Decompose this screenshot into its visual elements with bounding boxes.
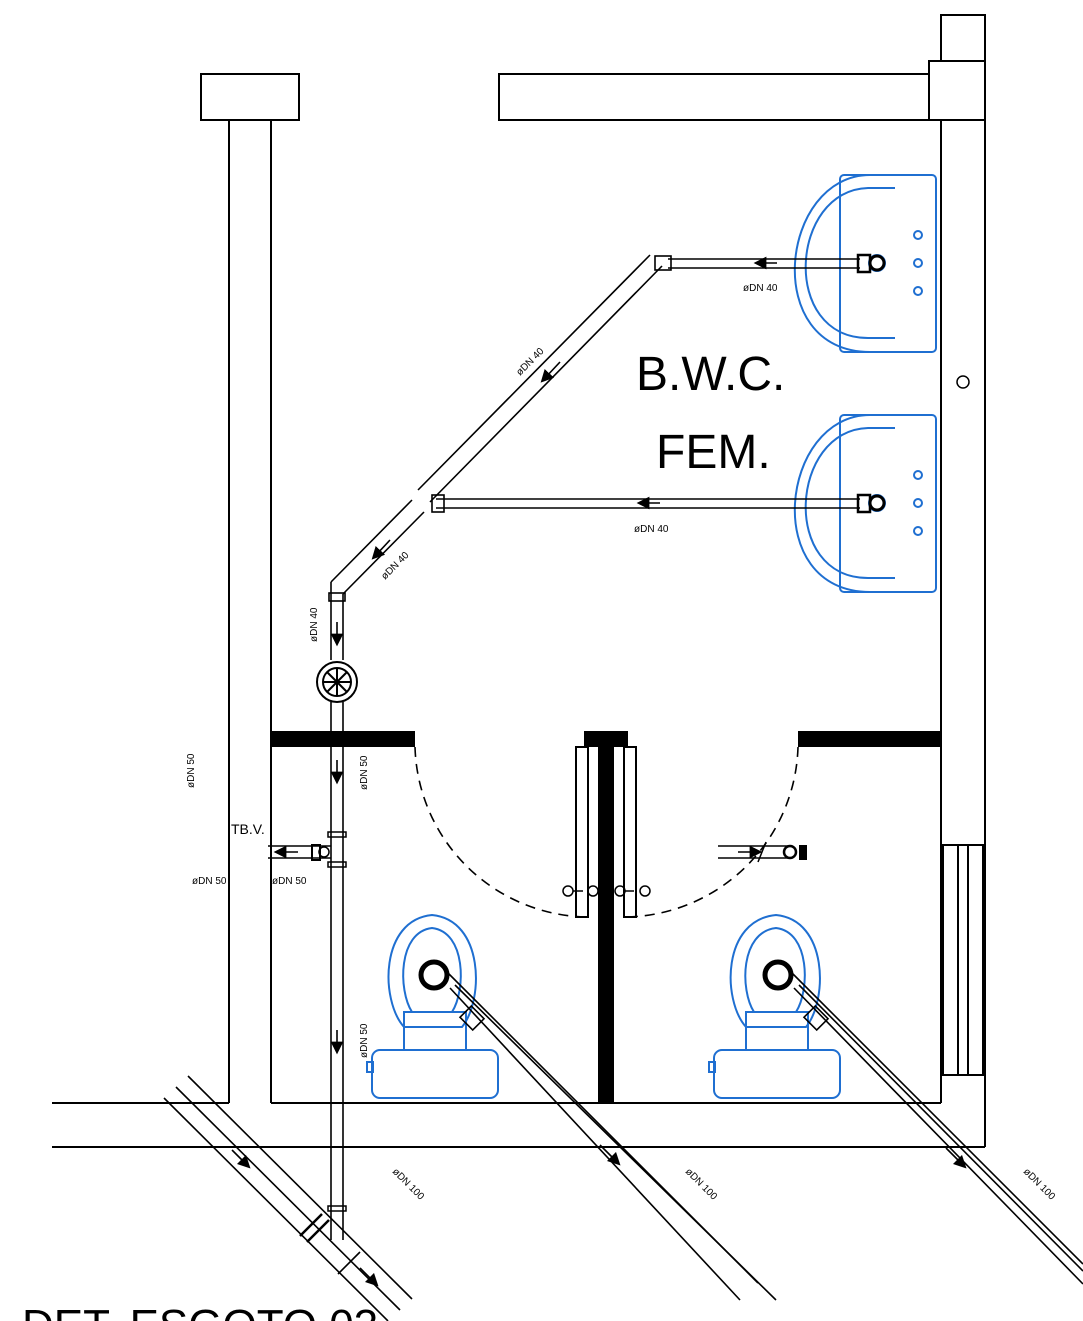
pipe-label-diagonal-upper: øDN 40 — [514, 346, 546, 378]
pipe-label-vertical-lower: øDN 50 — [359, 1023, 370, 1058]
toilet-left — [366, 913, 499, 1099]
floor-drain-icon — [316, 661, 358, 703]
door-latch-icon — [562, 885, 651, 897]
pipe-label-lower-sink: øDN 40 — [634, 524, 669, 535]
toilet-right — [708, 913, 841, 1099]
pipe-label-toilet-mid: øDN 100 — [683, 1166, 719, 1202]
room-title-line1: B.W.C. — [636, 348, 785, 401]
pipe-label-vertical-mid: øDN 50 — [359, 755, 370, 790]
pipe-label-diagonal-lower: øDN 40 — [379, 550, 411, 582]
detail-title: DET. ESGOTO 03 — [22, 1301, 378, 1321]
sink-upper — [794, 174, 937, 353]
wall-fixture-icon — [956, 375, 970, 389]
pipe-label-toilet-left: øDN 100 — [390, 1166, 426, 1202]
room-title-line2: FEM. — [656, 426, 771, 479]
pipe-label-branch-right: øDN 50 — [272, 876, 307, 887]
vent-label: TB.V. — [231, 821, 265, 837]
pipe-label-toilet-right: øDN 100 — [1021, 1166, 1057, 1202]
sink-lower — [794, 414, 937, 593]
pipe-label-branch-left: øDN 50 — [192, 876, 227, 887]
pipe-label-vertical-upper: øDN 40 — [309, 607, 320, 642]
pipe-label-wall-left: øDN 50 — [186, 753, 197, 788]
walls — [52, 14, 986, 1148]
pipe-label-upper-sink: øDN 40 — [743, 283, 778, 294]
sewage-pipes — [163, 253, 1083, 1321]
